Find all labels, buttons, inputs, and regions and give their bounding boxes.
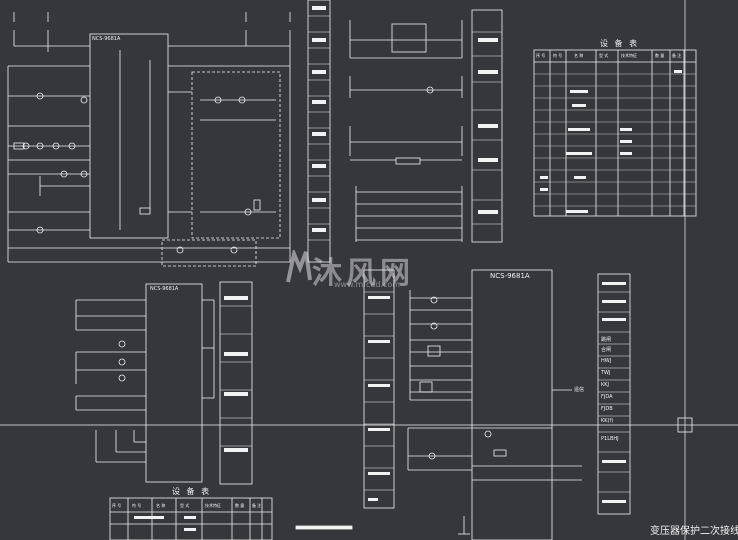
drawing-title: 变压器保护二次接线图 (650, 526, 738, 537)
terminal-label: TWJ (601, 370, 611, 376)
equipment-table-title-top: 设 备 表 (600, 39, 640, 48)
terminal-label: 合闸 (601, 347, 612, 353)
terminal-label: HWJ (601, 358, 612, 364)
equipment-header-cell: 数 量 (655, 53, 665, 58)
terminal-label: 跳闸 (601, 337, 612, 343)
device-label-bottom-left: NCS-9681A (150, 286, 179, 292)
equipment-table-title-bottom: 设 备 表 (172, 487, 212, 496)
terminal-label: P1LBHJ (601, 436, 619, 442)
watermark-brand: 沐风网 (312, 256, 414, 291)
terminal-label: KKJ (601, 382, 610, 388)
device-label-top-left: NCS-9681A (92, 36, 121, 42)
terminal-label: FJDA (601, 394, 613, 400)
equipment-header-cell: 符 号 (132, 503, 142, 508)
equipment-header-cell: 名 称 (574, 53, 584, 58)
equipment-header-cell: 技术特征 (621, 53, 637, 58)
equipment-header-cell: 型 式 (180, 503, 190, 508)
equipment-header-cell: 序 号 (112, 503, 122, 508)
equipment-header-cell: 序 号 (536, 53, 546, 58)
equipment-header-cell: 符 号 (553, 53, 563, 58)
equipment-header-cell: 数 量 (235, 503, 245, 508)
device-label-bottom-mid: NCS-9681A (490, 272, 530, 280)
equipment-header-cell: 技术特征 (205, 503, 221, 508)
equipment-header-cell: 备 注 (252, 503, 262, 508)
terminal-label: KK(f) (601, 418, 614, 424)
equipment-header-cell: 型 式 (599, 53, 609, 58)
watermark-url: www.mfcad.com (334, 280, 401, 289)
watermark-logo-icon (286, 250, 312, 283)
signal-label: 遥信 (574, 387, 585, 393)
terminal-label: FJDB (601, 406, 613, 412)
equipment-header-cell: 名 称 (156, 503, 166, 508)
equipment-header-cell: 备 注 (672, 53, 682, 58)
